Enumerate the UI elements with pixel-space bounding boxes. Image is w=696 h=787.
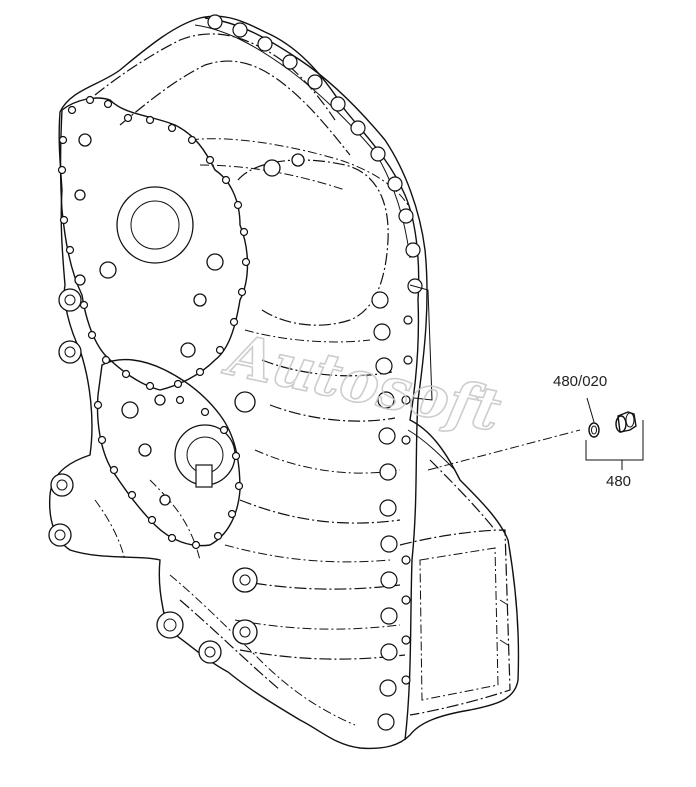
gasket-bolt-holes: [57, 95, 251, 550]
callout-leader-480-020: [586, 397, 595, 423]
left-gasket-face: [57, 95, 251, 550]
callout-label-480-020: 480/020: [553, 373, 607, 390]
watermark-text: Autosoft: [218, 320, 507, 445]
callout-label-480: 480: [606, 473, 631, 490]
right-flange-bolts: [194, 14, 433, 741]
transmission-housing: [48, 15, 520, 750]
watermark: Autosoft: [217, 319, 508, 446]
o-ring-icon: [588, 422, 600, 438]
callout-bracket-480: [585, 420, 644, 470]
screw-plug-icon: [615, 411, 637, 433]
assembly-leader-line: [427, 429, 581, 471]
housing-mounting-lugs: [48, 153, 305, 664]
